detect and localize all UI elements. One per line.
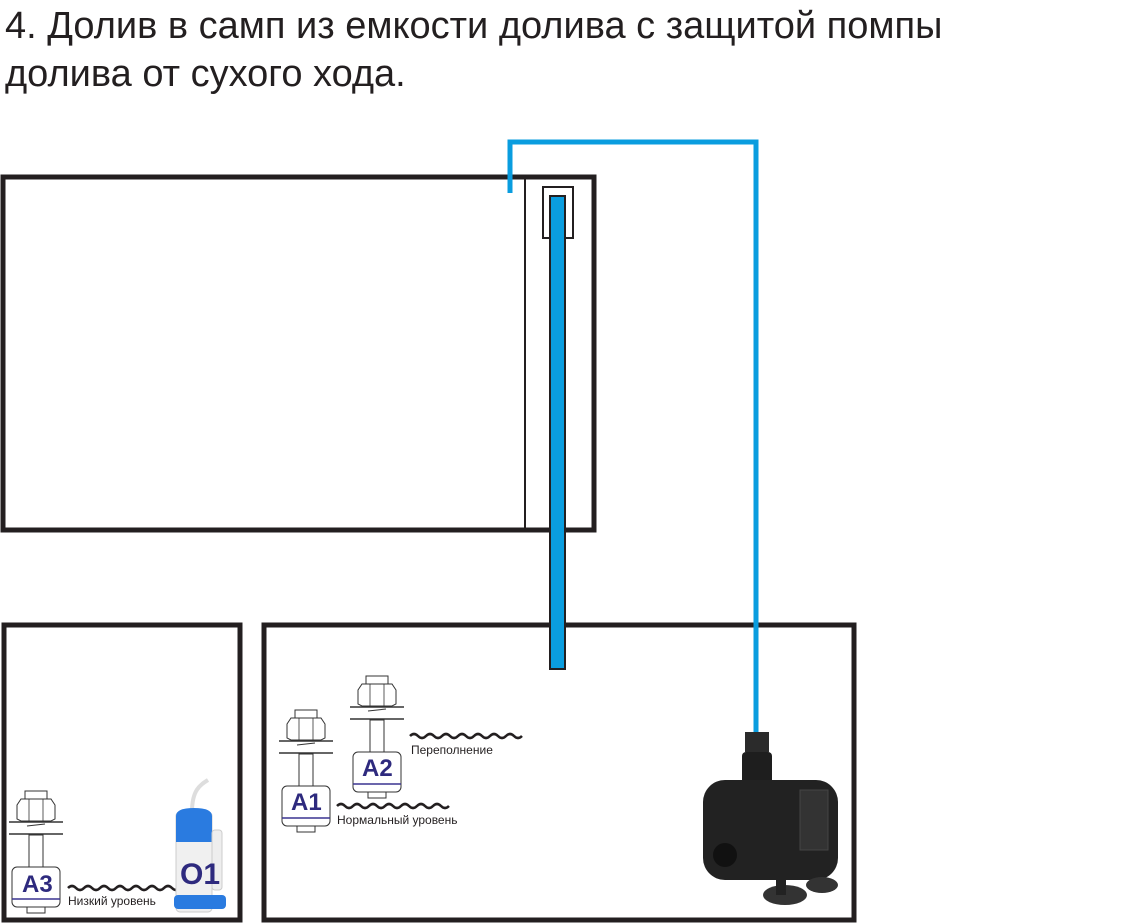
diagram-title: 4. Долив в самп из емкости долива с защи… <box>5 2 942 98</box>
normal-water-level <box>335 802 451 810</box>
low-level-label: Низкий уровень <box>68 894 156 908</box>
low-water-level <box>66 884 182 892</box>
sensor-label-a2: A2 <box>362 755 393 782</box>
title-line-1: 4. Долив в самп из емкости долива с защи… <box>5 5 943 47</box>
topoff-container <box>1 622 243 923</box>
sensor-label-a1: A1 <box>291 789 322 816</box>
sensor-label-a3: A3 <box>22 871 53 898</box>
top-reservoir-tank <box>0 174 597 533</box>
return-pump <box>703 732 838 905</box>
return-pipe <box>507 139 759 735</box>
normal-level-label: Нормальный уровень <box>337 813 458 827</box>
title-line-2: долива от сухого хода. <box>5 53 406 95</box>
sensor-label-o1: O1 <box>180 858 221 891</box>
overflow-water-level <box>408 732 524 740</box>
topoff-pump-o1 <box>174 778 226 913</box>
drain-pipe <box>549 195 566 670</box>
overflow-level-label: Переполнение <box>411 743 493 757</box>
